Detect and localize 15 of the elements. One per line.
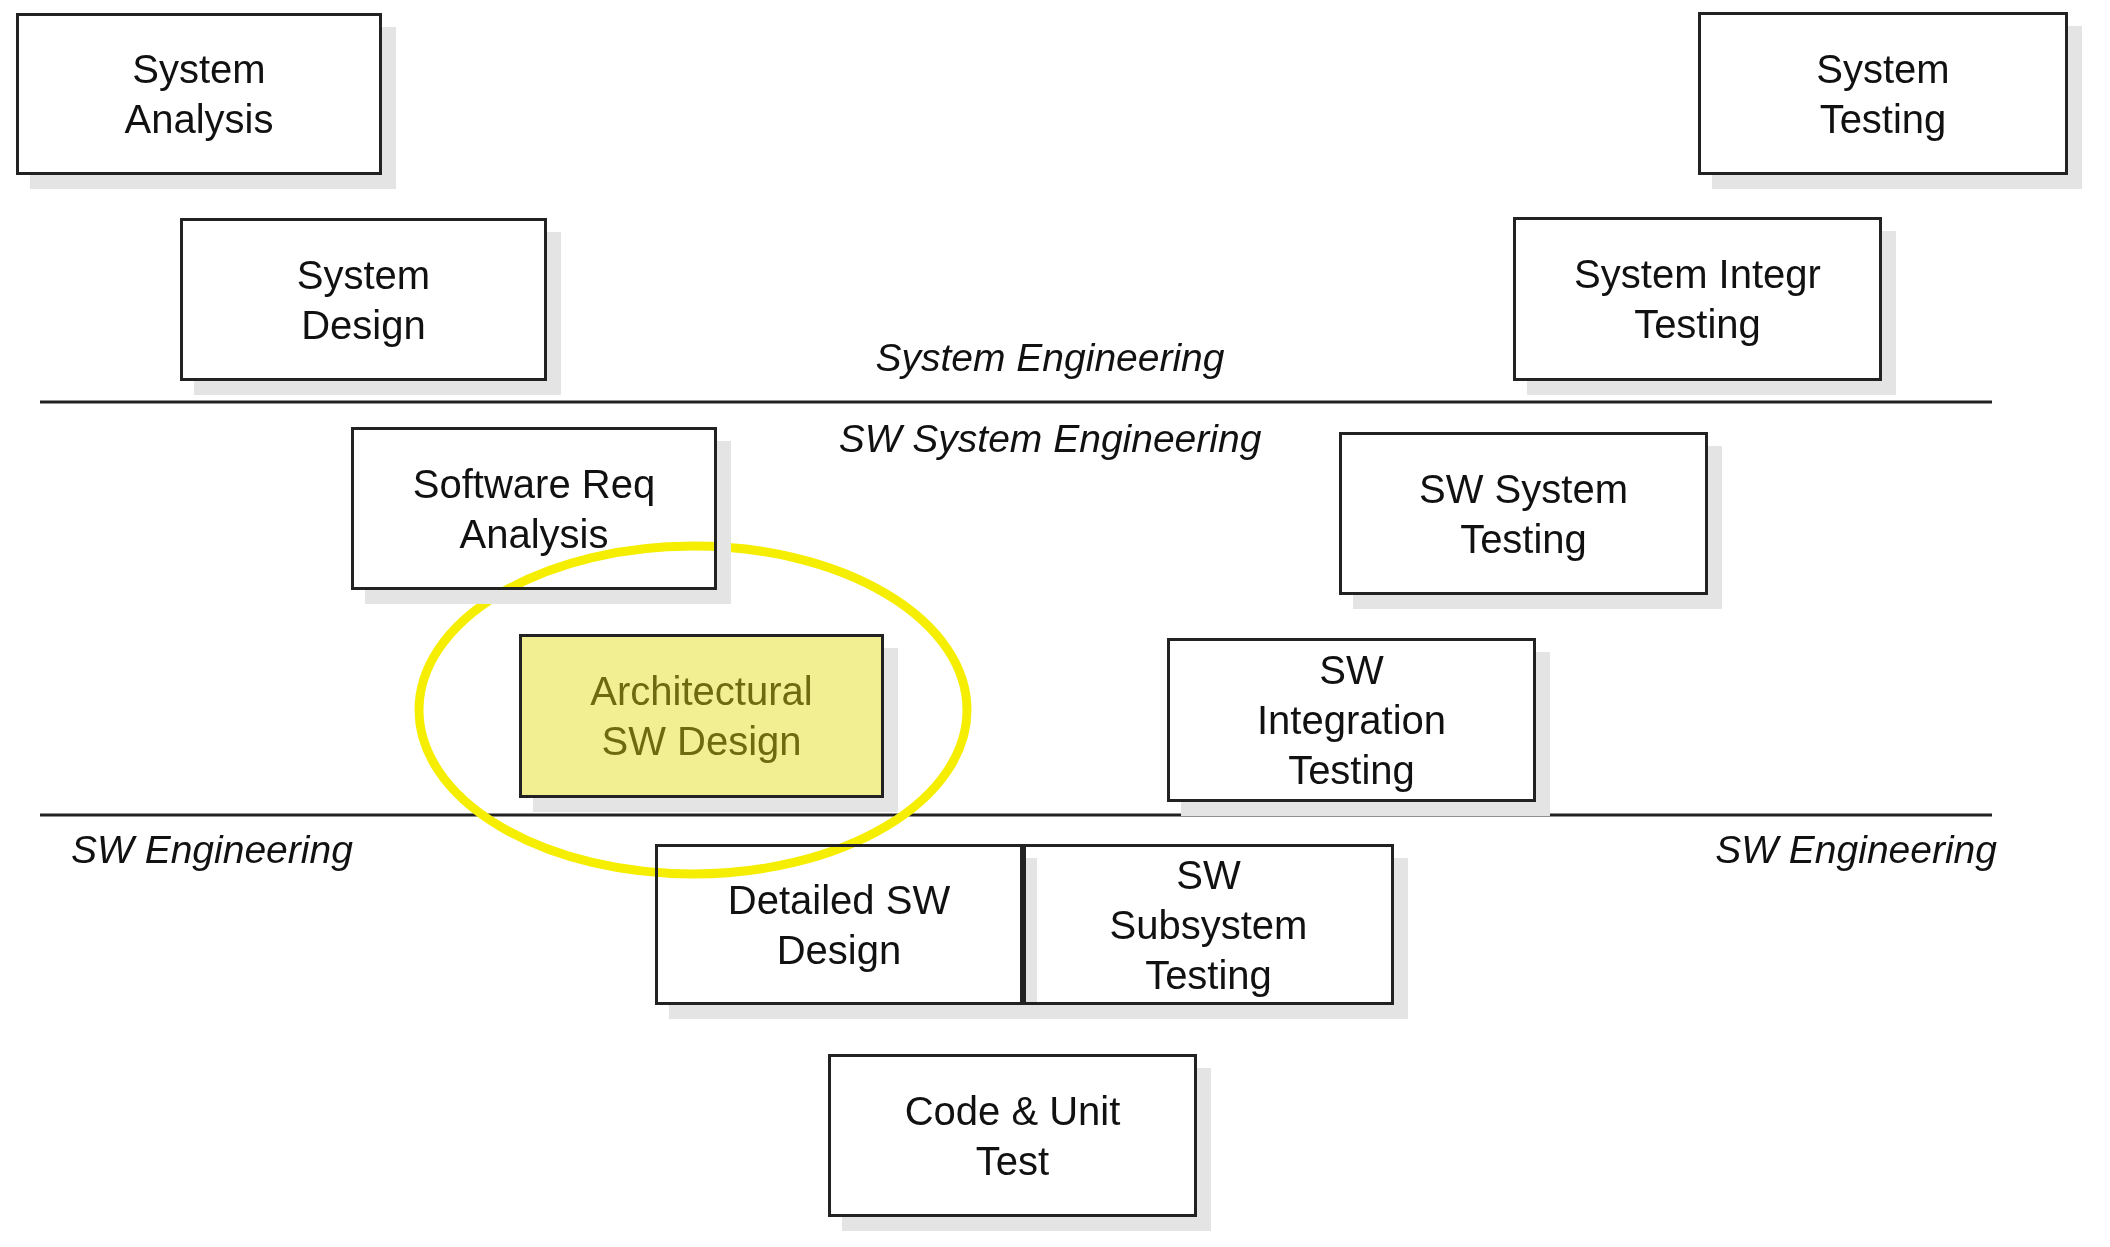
box-text: System Analysis (123, 46, 275, 143)
box-text: Detailed SW Design (726, 876, 952, 974)
box-text: SW Subsystem Testing (1108, 851, 1309, 999)
box-text: System Design (295, 251, 432, 349)
box-text: SW System Testing (1418, 465, 1629, 563)
box-text: System Testing (1815, 45, 1951, 143)
box-text: Architectural SW Design (589, 668, 814, 765)
level-label: System Engineering (875, 336, 1225, 380)
box-text: System Integr Testing (1573, 251, 1822, 348)
box-text: SW Integration Testing (1256, 647, 1447, 794)
level-label: SW Engineering (71, 828, 353, 872)
level-label: SW System Engineering (838, 417, 1262, 461)
box-text: Code & Unit Test (903, 1087, 1122, 1185)
level-label: SW Engineering (1715, 828, 1997, 872)
box-text: Software Req Analysis (411, 460, 657, 558)
